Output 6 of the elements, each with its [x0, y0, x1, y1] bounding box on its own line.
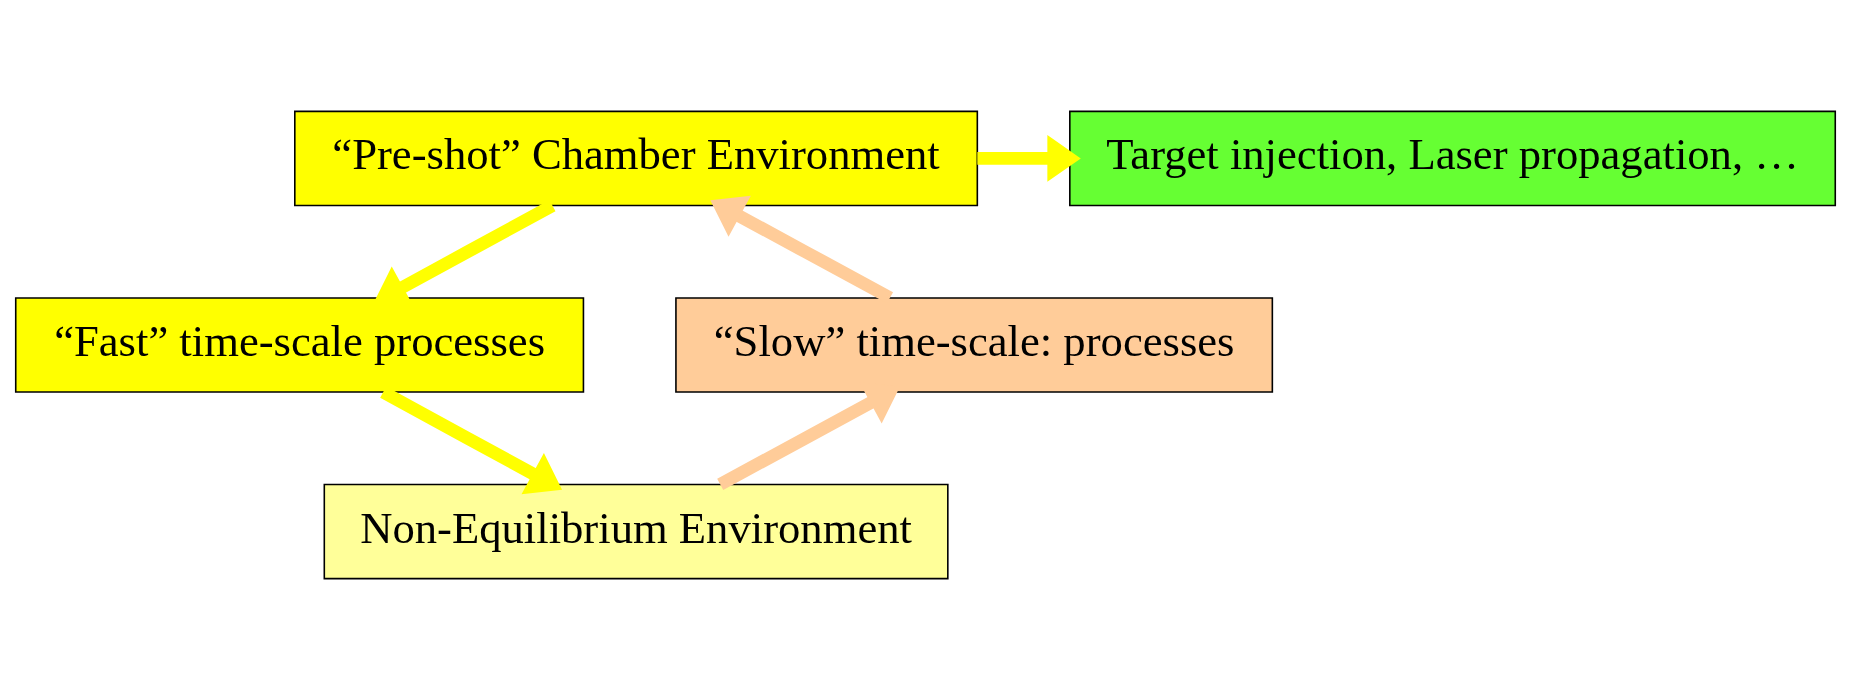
- node-box: “Slow” time-scale: processes: [675, 297, 1274, 393]
- node-box: “Fast” time-scale processes: [14, 297, 585, 393]
- node-box: Target injection, Laser propagation, …: [1069, 110, 1837, 207]
- arrow: [977, 135, 1081, 182]
- node-box: “Pre-shot” Chamber Environment: [294, 110, 979, 207]
- node-box: Non-Equilibrium Environment: [323, 483, 949, 580]
